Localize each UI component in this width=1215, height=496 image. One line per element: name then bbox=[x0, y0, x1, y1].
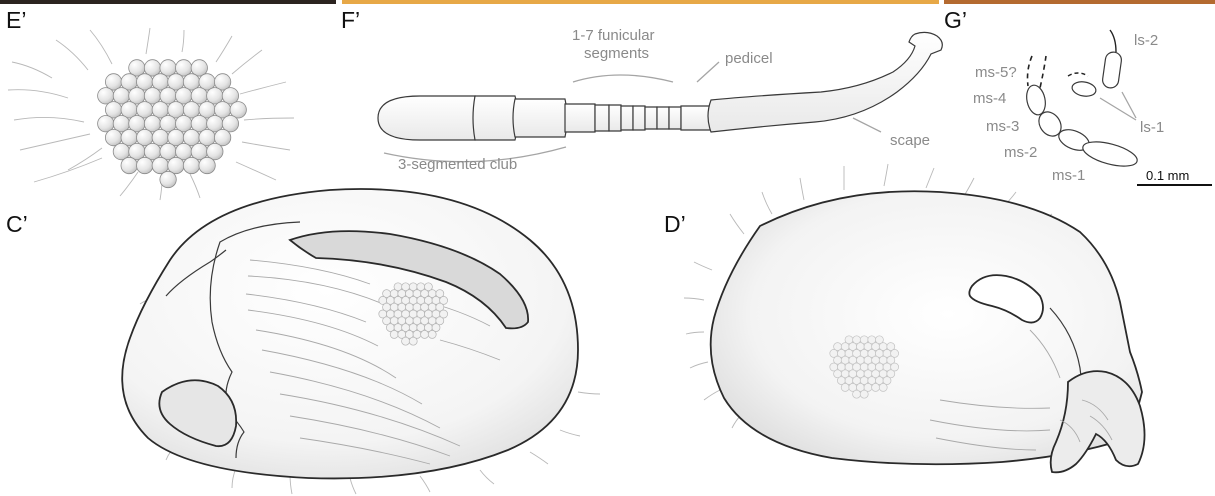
label-ls1: ls-1 bbox=[1140, 119, 1164, 136]
eye-facet bbox=[853, 390, 861, 398]
scale-bar-label: 0.1 mm bbox=[1146, 168, 1189, 183]
label-ms4: ms-4 bbox=[973, 90, 1006, 107]
eye-facet bbox=[160, 171, 176, 187]
photo-strip-middle bbox=[342, 0, 939, 4]
eye-facet bbox=[872, 383, 880, 391]
eye-facet bbox=[421, 330, 429, 338]
label-ls2: ls-2 bbox=[1134, 32, 1158, 49]
label-pedicel: pedicel bbox=[725, 50, 773, 67]
panel-letter-c: C’ bbox=[6, 211, 28, 237]
label-ms2: ms-2 bbox=[1004, 144, 1037, 161]
panel-f: F’ 1-7 funicular segments pedicel bbox=[341, 7, 942, 173]
label-ms5: ms-5? bbox=[975, 64, 1017, 81]
pedicel-leader bbox=[697, 62, 719, 82]
palp-icon bbox=[1024, 30, 1140, 171]
label-funicular-2: segments bbox=[584, 45, 649, 62]
funicular-bracket bbox=[573, 75, 673, 82]
panel-letter-f: F’ bbox=[341, 7, 360, 33]
eye-facet bbox=[860, 390, 868, 398]
panel-e: E’ bbox=[6, 7, 294, 200]
eye-facet bbox=[409, 337, 417, 345]
panel-g: G’ ms-5? ms-4 ms-3 ms-2 ms-1 ls-2 bbox=[944, 7, 1212, 185]
panel-c: C’ bbox=[6, 189, 600, 494]
photo-strip-left bbox=[0, 0, 336, 4]
panel-letter-g: G’ bbox=[944, 7, 967, 33]
eye-facet bbox=[428, 330, 436, 338]
label-scape: scape bbox=[890, 132, 930, 149]
eye-facet bbox=[402, 337, 410, 345]
ls1-leader-b bbox=[1122, 92, 1136, 118]
label-funicular-1: 1-7 funicular bbox=[572, 27, 655, 44]
eye-facet bbox=[390, 330, 398, 338]
label-club: 3-segmented club bbox=[398, 156, 517, 173]
compound-eye-icon bbox=[98, 60, 247, 188]
eye-facet bbox=[121, 157, 137, 173]
eye-facet bbox=[199, 157, 215, 173]
eye-facet bbox=[183, 157, 199, 173]
eye-facet bbox=[137, 157, 153, 173]
panel-letter-d: D’ bbox=[664, 211, 686, 237]
antenna-icon bbox=[378, 32, 942, 140]
scape-leader bbox=[853, 118, 881, 132]
photo-strip-right bbox=[944, 0, 1215, 4]
label-ms3: ms-3 bbox=[986, 118, 1019, 135]
label-ms1: ms-1 bbox=[1052, 167, 1085, 184]
eye-facet bbox=[841, 383, 849, 391]
eye-facet bbox=[879, 383, 887, 391]
panel-letter-e: E’ bbox=[6, 7, 26, 33]
panel-d: D’ bbox=[664, 164, 1145, 472]
